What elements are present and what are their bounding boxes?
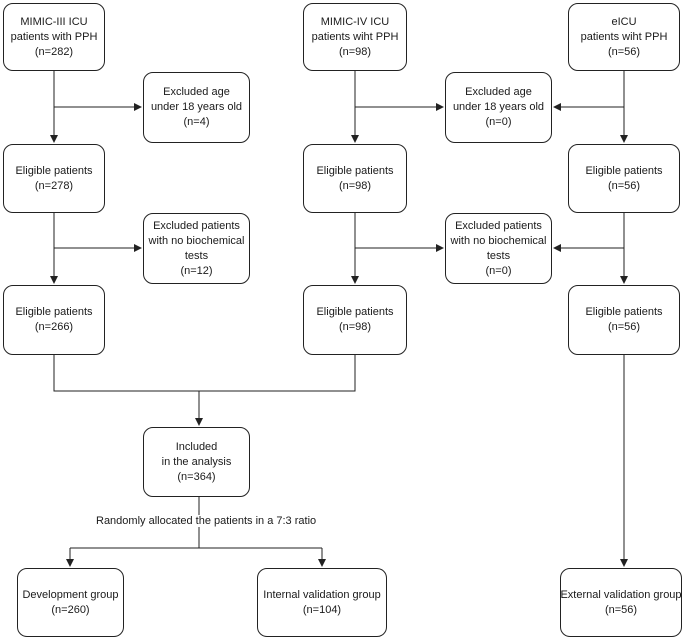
mimic4-excluded-age-line1: Excluded age [465,86,532,98]
eicu-source-count: (n=56) [607,45,641,58]
mimic3-excluded-biochem-line2: with no biochemical [148,234,245,247]
development-group-label: Development group [22,588,119,601]
internal-validation-count: (n=104) [302,603,342,616]
eicu-eligible-2-label: Eligible patients [585,306,663,318]
included-count: (n=364) [177,470,216,483]
eicu-source-line1: eICU [611,15,637,28]
mimic3-source-line2: patients with PPH [10,30,98,43]
included-line1: Included [175,440,218,453]
mimic4-source-box: MIMIC-IV ICU patients wiht PPH (n=98) [303,3,407,71]
eicu-source-box: eICU patients wiht PPH (n=56) [568,3,680,71]
included-line2: in the analysis [161,455,232,468]
external-validation-label: External validation group [560,588,682,601]
mimic4-eligible-1-count: (n=98) [338,179,372,192]
mimic3-eligible-2-label: Eligible patients [15,306,93,318]
merge-line [53,355,356,392]
mimic3-excluded-age-line1: Excluded age [163,86,230,98]
external-validation-count: (n=56) [604,603,638,616]
mimic3-eligible-1-label: Eligible patients [15,164,93,177]
mimic4-excluded-biochem-line1: Excluded patients [455,219,542,232]
eicu-source-line2: patients wiht PPH [580,30,668,43]
mimic3-excluded-biochem-count: (n=12) [180,264,213,277]
external-validation-group-box: External validation group (n=56) [560,568,682,637]
mimic4-eligible-1-label: Eligible patients [316,164,394,177]
mimic3-excluded-biochem-line3: tests [184,249,209,262]
mimic4-eligible-2-count: (n=98) [338,321,372,333]
mimic4-excluded-biochem-count: (n=0) [485,264,512,277]
mimic4-source-count: (n=98) [338,45,372,58]
mimic3-excluded-biochem-line1: Excluded patients [153,219,240,232]
mimic3-source-box: MIMIC-III ICU patients with PPH (n=282) [3,3,105,71]
random-allocation-note: Randomly allocated the patients in a 7:3… [93,515,320,527]
mimic3-eligible-box-1: Eligible patients (n=278) [3,144,105,213]
mimic3-excluded-age-line2: under 18 years old [150,101,243,113]
eicu-eligible-box-2: Eligible patients (n=56) [568,285,680,355]
mimic3-eligible-box-2: Eligible patients (n=266) [3,285,105,355]
mimic4-excluded-biochem-line3: tests [486,249,511,262]
mimic4-excluded-age-line2: under 18 years old [452,101,545,113]
mimic4-source-line1: MIMIC-IV ICU [320,15,390,28]
mimic4-excluded-age-count: (n=0) [485,116,512,128]
mimic3-excluded-biochem-box: Excluded patients with no biochemical te… [143,213,250,284]
mimic3-source-line1: MIMIC-III ICU [20,15,88,28]
mimic4-excluded-biochem-box: Excluded patients with no biochemical te… [445,213,552,284]
mimic4-source-line2: patients wiht PPH [311,30,399,43]
mimic3-eligible-1-count: (n=278) [34,179,74,192]
mimic4-eligible-2-label: Eligible patients [316,306,394,318]
mimic3-excluded-age-box: Excluded age under 18 years old (n=4) [143,72,250,143]
mimic4-excluded-biochem-line2: with no biochemical [450,234,547,247]
mimic4-excluded-age-box: Excluded age under 18 years old (n=0) [445,72,552,143]
mimic3-eligible-2-count: (n=266) [34,321,74,333]
mimic3-excluded-age-count: (n=4) [183,116,210,128]
internal-validation-group-box: Internal validation group (n=104) [257,568,387,637]
development-group-count: (n=260) [51,603,90,616]
internal-validation-label: Internal validation group [263,588,381,601]
mimic4-eligible-box-1: Eligible patients (n=98) [303,144,407,213]
eicu-eligible-1-label: Eligible patients [585,164,663,177]
eicu-eligible-2-count: (n=56) [607,321,641,333]
development-group-box: Development group (n=260) [17,568,124,637]
eicu-eligible-1-count: (n=56) [607,179,641,192]
mimic4-eligible-box-2: Eligible patients (n=98) [303,285,407,355]
eicu-eligible-box-1: Eligible patients (n=56) [568,144,680,213]
mimic3-source-count: (n=282) [34,45,74,58]
included-analysis-box: Included in the analysis (n=364) [143,427,250,497]
